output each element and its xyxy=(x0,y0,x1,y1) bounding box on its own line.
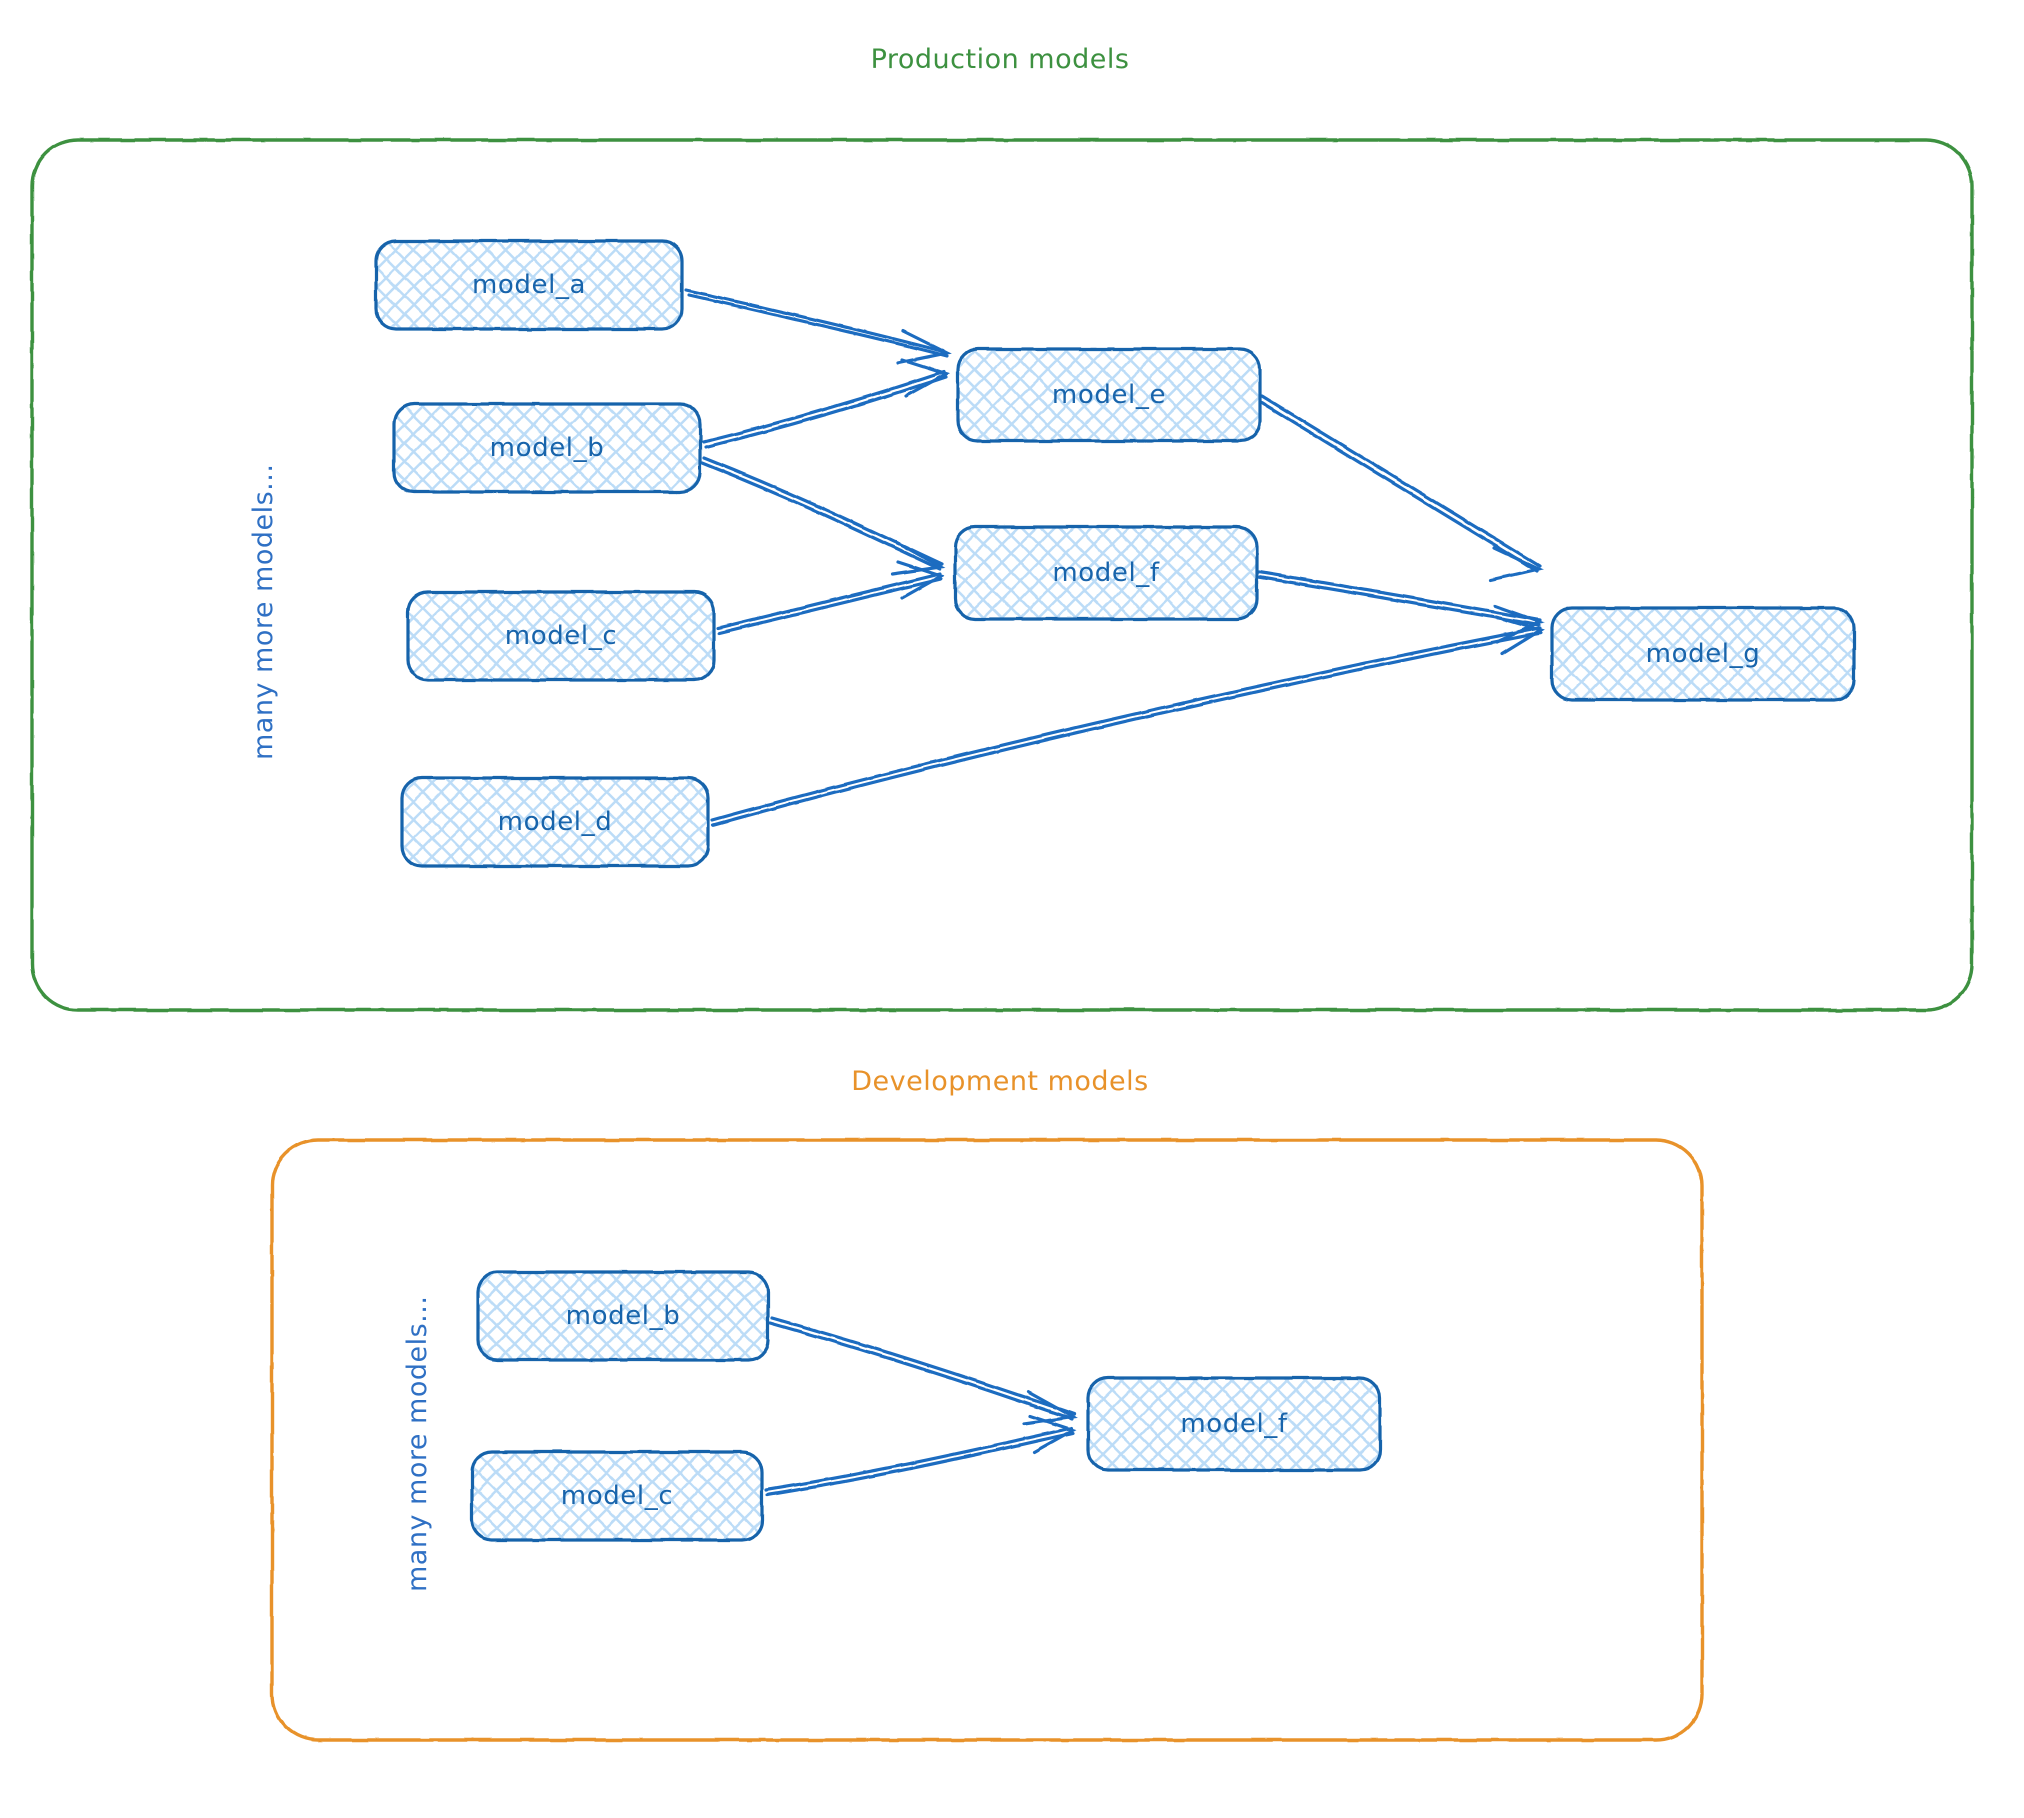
node-label-model-b: model_b xyxy=(489,433,605,463)
edge-model-b-to-model-e xyxy=(702,358,951,449)
node-label-model-e: model_e xyxy=(1051,380,1167,410)
dev-node-model-c[interactable] xyxy=(470,1450,764,1542)
dev-node-label-model-c: model_c xyxy=(560,1481,674,1511)
edge-model-c-to-model-f xyxy=(716,560,945,635)
group-title-development: Development models xyxy=(851,1066,1149,1097)
node-model-e[interactable] xyxy=(956,347,1262,443)
node-layer-development xyxy=(470,1270,1382,1542)
group-container-development xyxy=(270,1138,1704,1742)
node-label-model-c: model_c xyxy=(504,621,618,651)
group-container-production xyxy=(30,138,1974,1012)
edge-model-f-to-model-g xyxy=(1256,570,1545,644)
dev-edge-model-b-to-model-f xyxy=(768,1316,1078,1426)
node-label-model-d: model_d xyxy=(497,807,613,837)
dev-edge-model-c-to-model-f xyxy=(764,1414,1077,1497)
node-label-model-f: model_f xyxy=(1052,558,1160,588)
node-model-c[interactable] xyxy=(406,590,716,682)
node-label-model-a: model_a xyxy=(471,270,587,300)
edge-layer-production xyxy=(684,288,1545,827)
production-side-label: many more models... xyxy=(248,463,279,760)
dev-node-model-f[interactable] xyxy=(1086,1376,1382,1472)
edge-model-a-to-model-e xyxy=(684,288,952,365)
node-label-model-g: model_g xyxy=(1645,639,1761,669)
node-model-d[interactable] xyxy=(400,776,710,868)
group-title-production: Production models xyxy=(870,44,1130,75)
node-model-g[interactable] xyxy=(1550,606,1856,702)
edge-model-e-to-model-g xyxy=(1257,394,1544,582)
edge-model-b-to-model-f xyxy=(700,456,946,576)
dev-node-label-model-b: model_b xyxy=(565,1301,681,1331)
node-model-f[interactable] xyxy=(953,525,1259,621)
node-model-b[interactable] xyxy=(392,402,702,494)
dev-node-model-b[interactable] xyxy=(476,1270,770,1362)
edge-layer-development xyxy=(764,1316,1078,1497)
dev-node-label-model-f: model_f xyxy=(1180,1409,1288,1439)
edge-model-d-to-model-g xyxy=(710,615,1545,827)
development-side-label: many more models... xyxy=(402,1295,433,1592)
node-layer-production xyxy=(374,239,1856,868)
node-model-a[interactable] xyxy=(374,239,684,331)
